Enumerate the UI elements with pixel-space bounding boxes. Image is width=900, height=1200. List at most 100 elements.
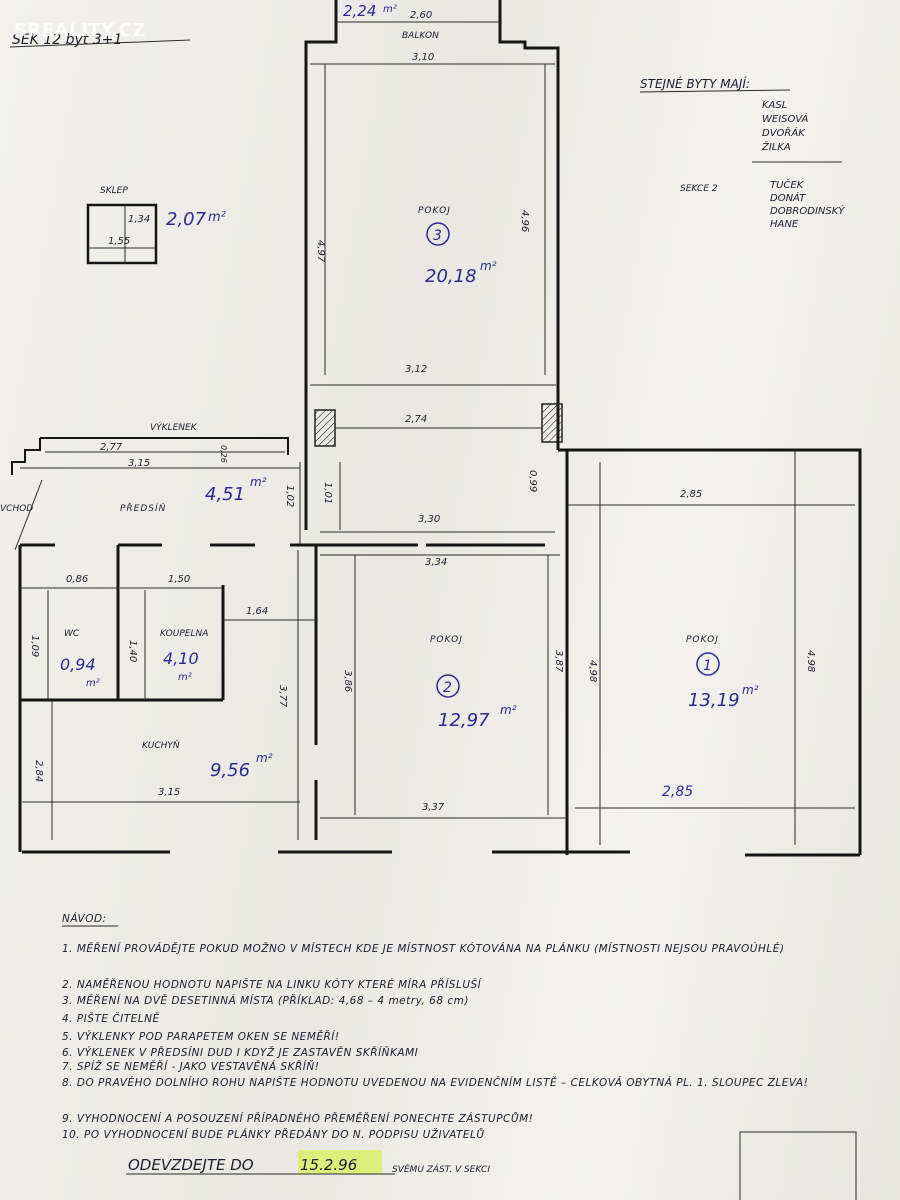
room3-area: 20,18 [425,266,477,287]
kitchen-unit: m² [256,751,273,765]
kitchen-width: 3,15 [158,787,180,798]
room3-width: 3,12 [405,364,427,375]
section-name: HANE [770,219,799,230]
balcony-dim-b: 3,10 [412,52,434,63]
wc-bath-partitions [116,545,225,700]
room2-h-left: 3,86 [342,670,353,692]
section-label: SEKCE 2 [680,184,718,194]
bath-unit: m² [178,672,192,683]
room2-w-top: 3,30 [418,514,440,525]
room2-h-right: 3,87 [553,650,564,673]
bath-width: 1,50 [168,574,190,585]
hall-h1: 1,02 [284,485,295,507]
bath-area: 4,10 [163,649,199,668]
cellar-area: 2,07 [166,209,207,230]
room3-height-right: 4,96 [519,210,530,232]
note-item: 7. SPÍŽ SE NEMĚŘÍ - JAKO VESTAVĚNÁ SKŘÍŇ… [62,1060,319,1073]
room1-w-top: 2,85 [680,489,702,500]
niche-h: 0,26 [219,445,228,463]
room1-number: 1 [703,658,712,674]
balcony-unit: m² [383,4,397,15]
room2-area: 12,97 [438,710,490,731]
wc-width: 0,86 [66,574,88,585]
balcony-area: 2,24 [343,2,376,20]
same-flats-underline [639,89,791,93]
room1-h-left: 4,98 [587,660,598,682]
niche-w2: 3,15 [128,458,150,469]
return-date: 15.2.96 [300,1156,357,1174]
room3-label: POKOJ [418,206,451,216]
note-item: 2. NAMĚŘENOU HODNOTU NAPIŠTE NA LINKU KÓ… [62,978,483,991]
kitchen-area: 9,56 [210,760,250,781]
balcony-dim-a: 2,60 [410,10,432,21]
wc-area: 0,94 [60,655,96,674]
same-flats-title: STEJNÉ BYTY MAJÍ: [640,76,750,91]
bath-label: KOUPELNA [160,629,208,639]
cellar-height: 1,34 [128,214,150,225]
bath-height: 1,40 [127,640,138,662]
room3-height-left: 4,97 [315,240,326,263]
kitchen-height: 2,84 [33,760,44,782]
same-flat-name: WEISOVÁ [762,112,809,125]
section-name: DOBRODINSKÝ [770,204,845,217]
balcony-label: BALKON [402,31,439,41]
bath-w2: 1,64 [246,606,268,617]
return-text: ODEVZDEJTE DO [128,1156,254,1174]
room1-h-right: 4,98 [805,650,816,672]
balcony-right-wall [498,0,560,450]
chimney-left [314,409,336,447]
same-flat-name: KASL [762,100,787,111]
notes-title: NÁVOD: [62,912,107,925]
room2-number-circle [436,674,460,698]
room1-number-circle [696,652,720,676]
entry-label: VCHOD [0,504,33,514]
section-name: DONÁT [770,191,806,204]
room3-number-circle [426,222,450,246]
room1-label: POKOJ [686,635,719,645]
note-item: 8. DO PRAVÉHO DOLNÍHO ROHU NAPIŠTE HODNO… [62,1076,808,1089]
niche-label: VÝKLENEK [150,421,198,433]
note-item: 9. VYHODNOCENÍ A POSOUZENÍ PŘÍPADNÉHO PŘ… [62,1112,533,1125]
wc-label: WC [64,629,80,639]
return-date-highlight [298,1150,382,1174]
room3-unit: m² [480,259,497,273]
section-name: TUČEK [770,178,805,191]
same-flat-name: DVOŘÁK [762,126,806,139]
note-item: 6. VÝKLENEK V PŘEDSÍNI DUD I KDYŽ JE ZAS… [62,1046,418,1059]
cellar-label: SKLEP [100,186,128,196]
cellar-unit: m² [208,210,226,225]
header-underline [9,39,191,48]
note-item: 10. PO VYHODNOCENÍ BUDE PLÁNKY PŘEDÁNY D… [62,1128,485,1141]
room1-area: 13,19 [688,690,740,711]
same-flat-name: ŽILKA [761,140,791,153]
dim-099: 0,99 [527,470,538,492]
kitchen-label: KUCHYŇ [142,739,180,751]
bottom-walls [22,850,860,857]
room2-w-bot: 3,37 [422,802,445,813]
hall-area: 4,51 [205,484,245,505]
room1-unit: m² [742,683,759,697]
balcony-left-wall [304,0,338,450]
room2-label: POKOJ [430,635,463,645]
watermark: SREALITY.CZ [14,20,147,41]
note-item: 1. MĚŘENÍ PROVÁDĚJTE POKUD MOŽNO V MÍSTE… [62,942,784,955]
chimney-right [541,403,563,443]
cellar-outline [86,203,158,265]
wc-unit: m² [86,678,100,689]
cellar-width: 1,55 [108,236,130,247]
hall-h2: 1,01 [322,482,333,504]
entry-line [14,479,43,551]
room2-w-mid: 3,34 [425,557,447,568]
central-walls [304,448,862,855]
wc-height: 1,09 [29,635,40,657]
note-item: 3. MĚŘENÍ NA DVĚ DESETINNÁ MÍSTA (PŘÍKLA… [62,994,469,1007]
room1-w-bot: 2,85 [662,784,693,800]
note-item: 5. VÝKLENKY POD PARAPETEM OKEN SE NEMĚŘÍ… [62,1030,340,1043]
return-suffix: SVÉMU ZÁST. V SEKCI [392,1163,490,1175]
room2-number: 2 [443,680,452,696]
niche-outline [11,437,289,475]
hall-label: PŘEDSÍŇ [120,502,166,514]
room2-unit: m² [500,703,517,717]
